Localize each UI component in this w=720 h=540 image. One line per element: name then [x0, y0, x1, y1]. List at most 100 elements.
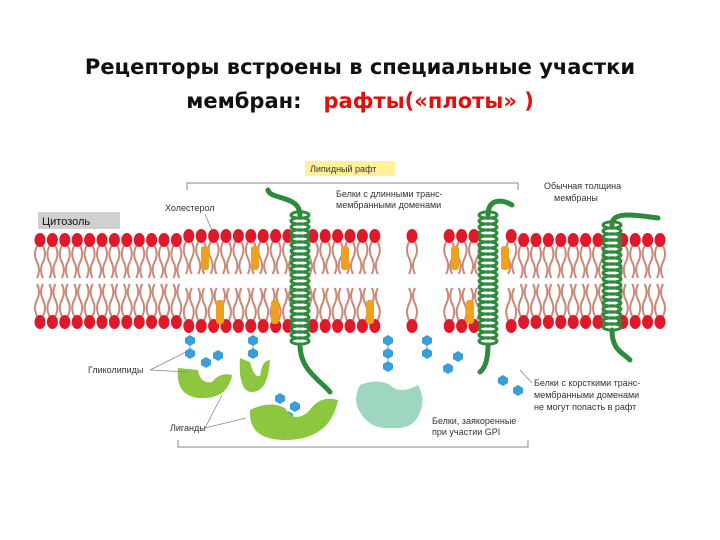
- lipid-tail: [654, 245, 666, 279]
- lipid-head: [580, 233, 592, 247]
- lipid-head: [443, 229, 455, 243]
- lipid-head: [146, 233, 158, 247]
- lipid-tail: [554, 245, 567, 279]
- lipid-head: [195, 319, 207, 333]
- lipid-tail: [170, 283, 183, 317]
- lipid-tail: [145, 245, 158, 279]
- lipid-head: [71, 315, 83, 329]
- cholesterol-molecule: [216, 300, 224, 324]
- lipid-head: [220, 229, 232, 243]
- page-title: Рецепторы встроены в специальные участки…: [0, 50, 720, 118]
- proteins-layer: [265, 187, 661, 395]
- lipid-tail: [83, 245, 96, 279]
- gpi-anchored-protein: [356, 381, 423, 429]
- lipid-head: [332, 229, 344, 243]
- gpi-label-1: Белки, заякоренные: [432, 416, 516, 426]
- lipid-tail: [505, 287, 518, 321]
- lipid-head: [518, 233, 530, 247]
- lipid-head: [542, 233, 554, 247]
- lipid-head: [542, 315, 554, 329]
- sugar-hexagon: [275, 393, 285, 404]
- lipid-head: [518, 315, 530, 329]
- lipid-head: [84, 233, 96, 247]
- lipid-tail: [592, 245, 604, 279]
- lipid-tail: [71, 283, 84, 317]
- long-tm-protein-2: [477, 210, 499, 346]
- lipid-tail: [319, 241, 332, 275]
- lipid-tail: [158, 283, 170, 317]
- title-line-2: мембран: рафты(«плоты» ): [0, 84, 720, 118]
- cholesterol-molecule: [451, 246, 459, 270]
- lipid-head: [170, 315, 182, 329]
- lipid-head: [133, 315, 145, 329]
- short-tm-protein: [601, 220, 623, 332]
- raft-label-bg: [305, 161, 395, 176]
- lipid-head: [505, 319, 517, 333]
- sugar-hexagon: [422, 335, 432, 346]
- raft-label: Липидный рафт: [310, 164, 376, 174]
- lipid-tail: [542, 245, 555, 279]
- lipid-head: [108, 315, 120, 329]
- protein-tail: [477, 342, 491, 375]
- lipid-head: [270, 229, 282, 243]
- lipid-tail: [542, 283, 555, 317]
- lipid-head: [133, 233, 145, 247]
- lipid-head: [356, 319, 368, 333]
- lipid-tail: [195, 287, 208, 321]
- long-proteins-label-1: Белки с длинными транс-: [336, 189, 443, 199]
- lipid-head: [158, 315, 170, 329]
- short-proteins-label-1: Белки с корсткими транс-: [534, 378, 640, 388]
- lipid-tail: [455, 287, 468, 321]
- cholesterol-label: Холестерол: [165, 203, 215, 213]
- lipid-head: [567, 233, 579, 247]
- long-proteins-label-2: мембранными доменами: [336, 200, 441, 210]
- lipid-tail: [654, 283, 666, 317]
- long-tm-protein-1: [289, 210, 311, 346]
- normal-thickness-label-1: Обычная толщина: [544, 181, 621, 191]
- lipid-head: [654, 315, 666, 329]
- lipid-tail: [96, 245, 108, 279]
- lipid-head: [468, 229, 480, 243]
- lipid-tail: [530, 283, 542, 317]
- sugar-hexagon: [201, 357, 211, 368]
- lipid-tail: [579, 283, 592, 317]
- lipid-head: [344, 319, 356, 333]
- lipid-tail: [641, 283, 654, 317]
- lipid-head: [654, 233, 666, 247]
- gpi-label-2: при участии GPI: [432, 427, 500, 437]
- lipid-bilayer: [34, 229, 666, 333]
- short-proteins-label-2: мембранными доменами: [534, 390, 639, 400]
- lipid-tail: [517, 245, 530, 279]
- lipid-head: [245, 319, 257, 333]
- glycolipids-pointer-1: [149, 351, 187, 371]
- sugar-hexagon: [290, 401, 300, 412]
- normal-thickness-label-2: мембраны: [554, 193, 598, 203]
- lipid-head: [629, 315, 641, 329]
- lipid-tail: [158, 245, 170, 279]
- lipid-tail: [220, 241, 232, 275]
- sugar-hexagon: [453, 351, 463, 362]
- lipid-tail: [567, 245, 580, 279]
- lipid-head: [580, 315, 592, 329]
- lipid-head: [530, 315, 542, 329]
- sugar-hexagon: [185, 335, 195, 346]
- lipid-tail: [406, 287, 418, 321]
- lipid-head: [332, 319, 344, 333]
- lipid-tail: [133, 245, 146, 279]
- lipid-head: [158, 233, 170, 247]
- sugar-hexagon: [383, 335, 393, 346]
- glycolipids-pointer-2: [149, 369, 187, 373]
- ligand-3: [249, 398, 338, 440]
- sugar-hexagon: [248, 348, 258, 359]
- lipid-tail: [356, 241, 369, 275]
- lipid-head: [406, 319, 418, 333]
- lipid-head: [34, 315, 46, 329]
- title-line-2-accent: рафты(«плоты» ): [323, 89, 534, 113]
- lipid-head: [245, 229, 257, 243]
- lipid-tail: [108, 245, 121, 279]
- lipid-head: [443, 319, 455, 333]
- lipid-tail: [182, 287, 195, 321]
- short-proteins-label-3: не могут попасть в рафт: [534, 402, 636, 412]
- lipid-tail: [406, 241, 418, 275]
- lipid-tail: [170, 245, 183, 279]
